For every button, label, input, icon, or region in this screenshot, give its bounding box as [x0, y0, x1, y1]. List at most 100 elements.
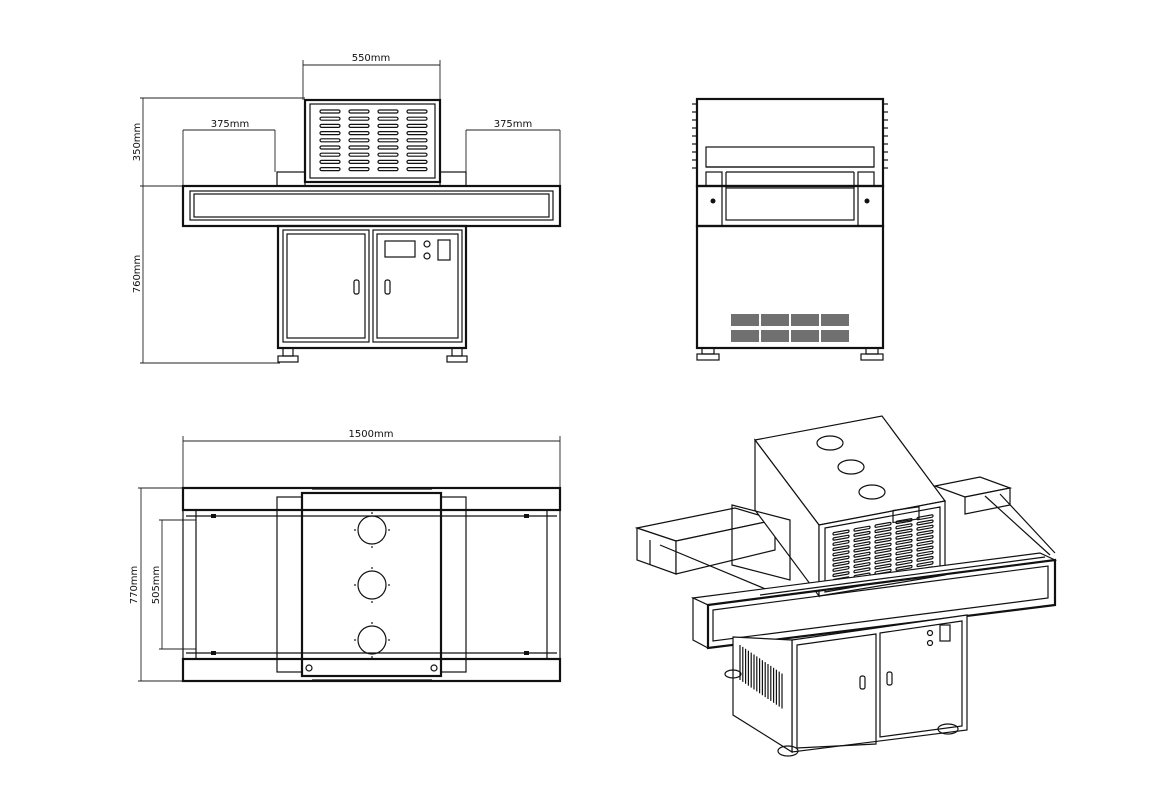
iso-conveyor-left — [634, 507, 781, 596]
iso-vent-slot — [874, 542, 892, 549]
vent-slot — [348, 138, 370, 143]
iso-vent-slot — [832, 550, 850, 557]
dim-top-belt: 505mm — [151, 519, 196, 650]
dim-front-top-width: 550mm — [302, 53, 441, 100]
vent-slot — [319, 145, 341, 150]
iso-conveyor-right — [932, 476, 1056, 556]
screw-dot — [371, 512, 373, 514]
iso-vent-slot — [853, 530, 871, 537]
vent-slot — [406, 159, 428, 164]
iso-vent-slot — [853, 551, 871, 558]
iso-vent-slot — [874, 558, 892, 565]
front-left-rail-cap — [276, 171, 306, 187]
dim-front-heights: 350mm 760mm — [132, 97, 305, 364]
iso-vent-slot — [895, 533, 913, 540]
iso-vent-slot — [916, 524, 934, 531]
front-conveyor-bar — [181, 184, 562, 228]
screw-dot — [354, 529, 356, 531]
iso-vent-slot — [832, 565, 850, 572]
vent-slot — [406, 167, 428, 172]
vent-slot — [319, 167, 341, 172]
vent-slot — [377, 131, 399, 136]
label-375mm-left: 375mm — [211, 119, 250, 130]
vent-slot — [377, 145, 399, 150]
screw-dot — [371, 546, 373, 548]
vent-slot — [319, 131, 341, 136]
iso-vent-slot — [874, 553, 892, 560]
iso-vent-slot — [874, 537, 892, 544]
iso-vent-slot — [853, 556, 871, 563]
vent-slot — [319, 123, 341, 129]
iso-vent-slot — [916, 550, 934, 557]
label-350mm: 350mm — [132, 123, 143, 162]
iso-vent-slot — [895, 523, 913, 530]
iso-cabinet — [732, 506, 968, 754]
front-lamp-hood — [303, 98, 442, 184]
vent-slot — [406, 152, 428, 157]
iso-vent-slot — [874, 532, 892, 539]
iso-vent-slot — [874, 563, 892, 570]
screw-dot — [371, 601, 373, 603]
vent-slot — [377, 109, 399, 114]
label-505mm: 505mm — [151, 566, 162, 605]
iso-vent-slot — [832, 529, 850, 536]
top-view: 1500mm 770mm 505mm — [129, 429, 562, 683]
vent-slot — [348, 159, 370, 164]
iso-front-bar — [690, 552, 1058, 650]
display-panel — [384, 240, 416, 258]
iso-vent-slot — [895, 549, 913, 556]
iso-vent-slot — [895, 554, 913, 561]
dim-top-depth: 770mm — [129, 487, 183, 682]
vent-slot — [406, 109, 428, 114]
screw-dot — [388, 529, 390, 531]
screw-dot — [354, 584, 356, 586]
vent-slot — [377, 116, 399, 121]
iso-vent-slot — [895, 559, 913, 566]
iso-vent-slot — [895, 528, 913, 535]
label-770mm: 770mm — [129, 566, 140, 605]
iso-vent-slot — [916, 529, 934, 536]
vent-slot — [406, 116, 428, 121]
iso-vent-slot — [916, 519, 934, 526]
vent-slot — [319, 109, 341, 114]
screw-dot — [371, 567, 373, 569]
front-view: 550mm 375mm 375mm 350mm 760mm — [132, 53, 562, 364]
iso-vent-slot — [874, 521, 892, 528]
top-right-bracket — [440, 496, 467, 673]
iso-lamp-ports — [816, 435, 886, 500]
vent-slot — [348, 167, 370, 172]
iso-vent-slot — [916, 540, 934, 547]
iso-vent-slot — [874, 547, 892, 554]
vent-slot — [319, 152, 341, 157]
vent-slot — [348, 123, 370, 129]
iso-vent-slot — [916, 561, 934, 568]
screw-dot — [354, 639, 356, 641]
iso-vent-slot — [832, 539, 850, 546]
iso-vent-slot — [832, 560, 850, 567]
dim-front-right-arm: 375mm — [465, 119, 561, 186]
front-cabinet — [276, 224, 468, 350]
vent-slot — [377, 123, 399, 129]
screw-dot — [388, 639, 390, 641]
iso-vent-slot — [916, 545, 934, 552]
side-frame — [695, 171, 885, 228]
vent-slot — [319, 116, 341, 121]
top-left-bracket — [276, 496, 303, 673]
vent-slot — [406, 138, 428, 143]
top-frame — [181, 486, 562, 683]
front-feet — [277, 347, 468, 363]
iso-lamp-hood — [731, 415, 947, 598]
screw-dot — [388, 584, 390, 586]
top-hood-plan — [300, 488, 443, 681]
label-760mm: 760mm — [132, 255, 143, 294]
dim-front-left-arm: 375mm — [182, 119, 276, 186]
vent-slot — [406, 131, 428, 136]
vent-slot — [319, 138, 341, 143]
label-550mm: 550mm — [352, 53, 391, 64]
vent-slot — [348, 145, 370, 150]
iso-vent-slot — [874, 527, 892, 534]
iso-vent-slot — [853, 567, 871, 574]
iso-vent-slot — [916, 535, 934, 542]
iso-vent-slot — [832, 555, 850, 562]
iso-vent-slot — [853, 541, 871, 548]
